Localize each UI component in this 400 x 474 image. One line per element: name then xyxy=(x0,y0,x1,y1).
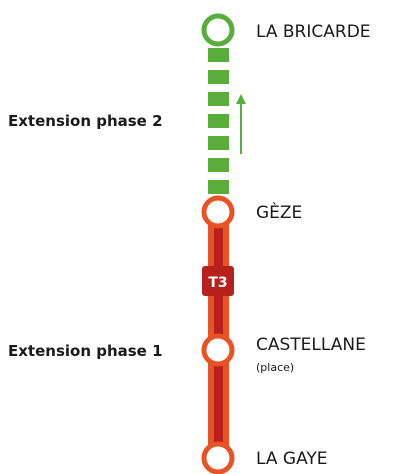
arrow-up-icon xyxy=(236,94,246,154)
phase-2-label: Extension phase 2 xyxy=(8,112,163,130)
phase-1-label: Extension phase 1 xyxy=(8,342,163,360)
station-name-castellane: CASTELLANE xyxy=(256,335,366,355)
station-name-la-bricarde: LA BRICARDE xyxy=(256,22,371,42)
line-badge-label: T3 xyxy=(208,275,227,291)
station-subtitle-castellane: (place) xyxy=(256,361,294,374)
station-marker-geze xyxy=(201,195,235,229)
station-marker-castellane xyxy=(201,333,235,367)
station-marker-la-bricarde xyxy=(201,13,235,47)
station-name-la-gaye: LA GAYE xyxy=(256,449,328,469)
station-marker-la-gaye xyxy=(201,441,235,474)
station-name-geze: GÈZE xyxy=(256,201,302,223)
line-badge: T3 xyxy=(202,266,234,296)
phase-2-dashed-track xyxy=(208,48,229,194)
